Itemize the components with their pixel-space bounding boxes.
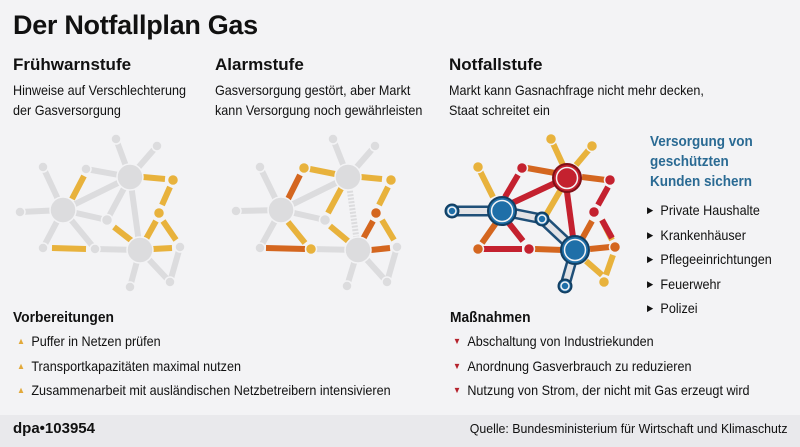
stage-heading-fruehwarnstufe: Frühwarnstufe: [13, 55, 132, 74]
triangle-down-icon: ▼: [453, 336, 462, 346]
triangle-up-icon: ▲: [17, 360, 26, 371]
stage-heading-notfallstufe: Notfallstufe: [449, 55, 543, 74]
measures-heading: Maßnahmen: [450, 309, 531, 326]
source-credit: Quelle: Bundesministerium für Wirtschaft…: [470, 421, 788, 436]
desc-line: Gasversorgung gestört, aber Markt: [215, 82, 411, 98]
heading-line: Versorgung von: [650, 133, 753, 150]
list-item: Pflegeeinrichtungen: [647, 248, 771, 273]
preparations-heading: Vorbereitungen: [13, 309, 114, 326]
stage-desc-notfallstufe: Markt kann Gasnachfrage nicht mehr decke…: [449, 80, 704, 120]
item-text: Zusammenarbeit mit ausländischen Netzbet…: [31, 382, 391, 398]
triangle-up-icon: ▲: [17, 336, 26, 346]
desc-line: der Gasversorgung: [13, 102, 121, 118]
item-text: Abschaltung von Industriekunden: [467, 333, 654, 349]
network-diagram-alarmstufe: [230, 133, 403, 292]
list-item: ▼ Nutzung von Strom, der nicht mit Gas er…: [453, 379, 750, 404]
stage-desc-alarmstufe: Gasversorgung gestört, aber Markt kann V…: [215, 80, 422, 120]
protected-customers-list: Private Haushalte Krankenhäuser Pflegeei…: [647, 199, 772, 322]
item-text: Puffer in Netzen prüfen: [31, 333, 161, 349]
desc-line: kann Versorgung noch gewährleisten: [215, 102, 423, 118]
page-title: Der Notfallplan Gas: [13, 10, 258, 40]
item-text: Nutzung von Strom, der nicht mit Gas erz…: [467, 382, 750, 398]
network-diagram-notfallstufe: [444, 132, 622, 294]
desc-line: Markt kann Gasnachfrage nicht mehr decke…: [449, 82, 704, 98]
item-text: Anordnung Gasverbrauch zu reduzieren: [467, 357, 692, 374]
item-text: Transportkapazitäten maximal nutzen: [31, 357, 241, 374]
protected-customers-heading: Versorgung von geschützten Kunden sicher…: [650, 132, 753, 192]
stage-desc-fruehwarnstufe: Hinweise auf Verschlechterung der Gasver…: [13, 80, 186, 120]
list-item: ▲ Zusammenarbeit mit ausländischen Netzbe…: [17, 379, 391, 404]
list-item: ▲ Transportkapazitäten maximal nutzen: [17, 355, 391, 380]
list-item: Polizei: [647, 297, 772, 322]
triangle-up-icon: ▲: [17, 385, 26, 395]
list-item: Private Haushalte: [647, 199, 772, 224]
preparations-list: ▲ Puffer in Netzen prüfen ▲ Transportkapaz…: [17, 330, 391, 404]
list-item: ▼ Anordnung Gasverbrauch zu reduzieren: [453, 355, 750, 380]
desc-line: Staat schreitet ein: [449, 102, 550, 118]
list-item: ▲ Puffer in Netzen prüfen: [17, 330, 391, 355]
network-diagram-fruehwarnstufe: [14, 133, 186, 293]
list-item: Feuerwehr: [647, 273, 772, 298]
desc-line: Hinweise auf Verschlechterung: [13, 82, 187, 98]
footer: dpa•103954 Quelle: Bundesministerium für…: [0, 415, 800, 447]
stage-heading-alarmstufe: Alarmstufe: [215, 55, 304, 74]
list-item: ▼ Abschaltung von Industriekunden: [453, 330, 750, 355]
heading-line: Kunden sichern: [650, 173, 753, 190]
measures-list: ▼ Abschaltung von Industriekunden ▼ Anordn…: [453, 330, 750, 404]
triangle-down-icon: ▼: [453, 385, 462, 395]
agency-id: dpa•103954: [13, 420, 95, 437]
list-item: Krankenhäuser: [647, 224, 772, 249]
heading-line: geschützten: [650, 153, 729, 170]
triangle-down-icon: ▼: [453, 360, 462, 371]
